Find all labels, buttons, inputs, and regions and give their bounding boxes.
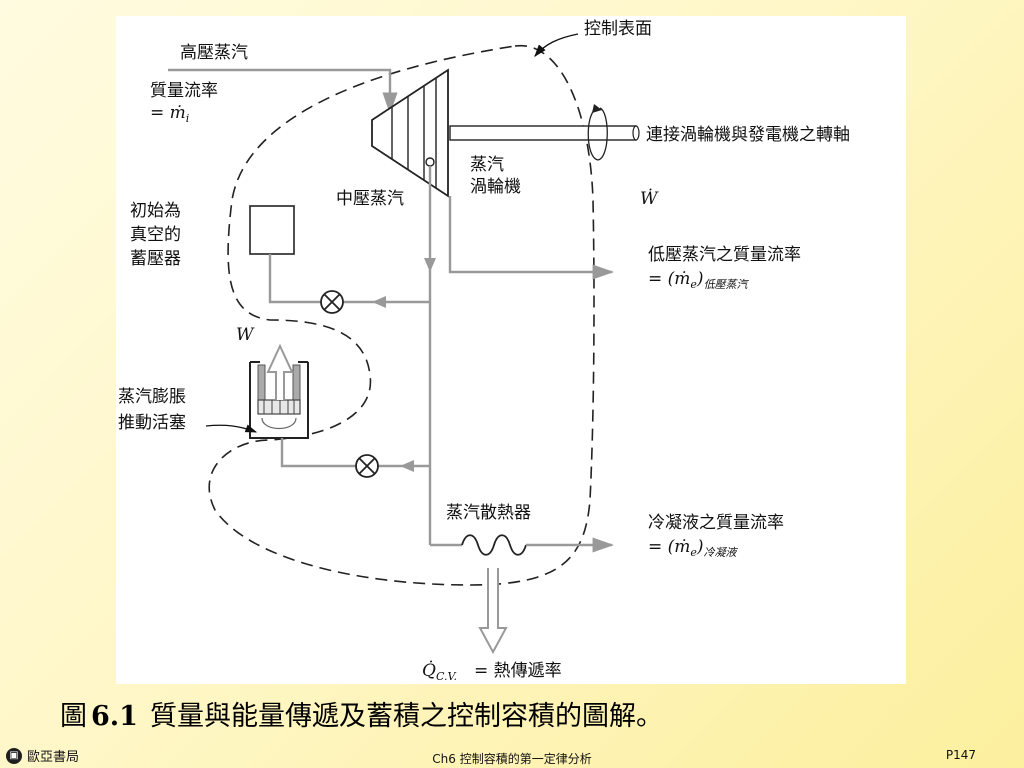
tank-label-3: 蓄壓器 [130,249,181,269]
diagram-panel: 控制表面 高壓蒸汽 質量流率 = ṁi 連接渦輪機與發電機之轉軸 中壓蒸汽 蒸汽… [116,16,906,684]
heat-rate-symbol: Q̇C.V. [422,661,457,683]
extraction-port [425,157,435,167]
publisher-logo-icon: ▣ [6,747,22,764]
turbine-shaft [449,125,637,141]
medium-pressure-steam-label: 中壓蒸汽 [336,189,404,209]
control-surface-pointer [534,33,579,57]
shaft-label: 連接渦輪機與發電機之轉軸 [646,125,850,145]
shaft-end [632,125,640,141]
rotation-arrow [587,107,608,161]
piston-label-2: 推動活塞 [118,413,186,433]
tank-label-1: 初始為 [130,201,181,221]
heat-transfer-arrow [478,568,508,655]
control-surface-boundary [208,44,595,586]
condensate-flow-title: 冷凝液之質量流率 [648,513,784,533]
turbine-label-1: 蒸汽 [470,155,504,175]
work-output-arrow [266,343,294,400]
turbine-label-2: 渦輪機 [470,177,521,197]
lp-exhaust-line [448,196,615,280]
page-number: P147 [945,748,976,762]
caption-number: 6.1 [91,701,138,732]
publisher-footer: ▣ 歐亞書局 [6,746,79,765]
caption-label: 圖 [60,701,87,732]
chapter-title: Ch6 控制容積的第一定律分析 [432,752,592,766]
heat-rate-label: = 熱傳遞率 [474,661,562,681]
tank-label-2: 真空的 [130,225,181,245]
control-surface-label: 控制表面 [584,19,652,39]
inlet-steam-line [168,68,398,115]
caption-text: 質量與能量傳遞及蓄積之控制容積的圖解。 [149,701,663,732]
accumulator-tank [249,205,295,255]
lp-flow-symbol: = (ṁe)低壓蒸汽 [648,269,750,291]
inlet-mass-flow-symbol: = ṁi [150,103,189,125]
high-pressure-steam-label: 高壓蒸汽 [180,43,248,63]
control-volume-diagram: 控制表面 高壓蒸汽 質量流率 = ṁi 連接渦輪機與發電機之轉軸 中壓蒸汽 蒸汽… [118,19,850,683]
inlet-mass-flow-label: 質量流率 [150,81,218,101]
valve-lower-icon [355,454,379,478]
piston-label-pointer [205,424,258,433]
radiator-label: 蒸汽散熱器 [446,503,531,523]
lp-flow-title: 低壓蒸汽之質量流率 [648,245,801,265]
publisher-name: 歐亞書局 [27,750,80,765]
condensate-flow-symbol: = (ṁe)冷凝液 [648,537,739,559]
steam-radiator-coil [461,534,527,556]
work-rate-symbol: Ẇ [640,188,659,209]
tank-branch-line [268,254,430,304]
work-symbol: W [236,325,255,345]
piston-branch-line [280,438,430,468]
valve-upper-icon [320,290,344,314]
piston-label-1: 蒸汽膨脹 [118,387,186,407]
